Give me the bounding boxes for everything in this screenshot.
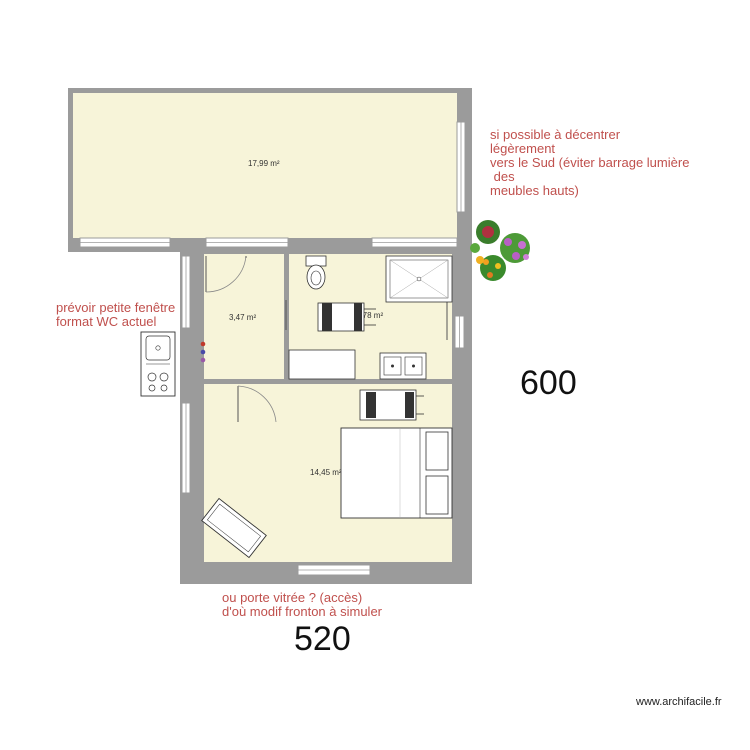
kitchenette [140, 331, 176, 397]
note-wc-window: prévoir petite fenêtre format WC actuel [56, 300, 176, 329]
living-room: 17,99 m² [68, 88, 472, 252]
dimension-height-label: 600 [520, 364, 577, 402]
double-sink [379, 352, 427, 380]
living-area-label: 17,99 m² [248, 159, 280, 168]
bathroom-cabinet [288, 349, 356, 380]
flower-plant-icon [470, 220, 530, 281]
bathroom-wheelchair [317, 302, 376, 332]
switch-dots [200, 341, 206, 363]
wc-floor [204, 254, 284, 379]
double-bed [340, 427, 453, 519]
bedroom-wheelchair [359, 389, 424, 421]
wc-area-label: 3,47 m² [229, 313, 256, 322]
chaise-longue [201, 497, 267, 559]
shower [385, 255, 453, 303]
note-glass-door: ou porte vitrée ? (accès) d'où modif fro… [222, 590, 383, 619]
watermark: www.archifacile.fr [636, 696, 722, 708]
bathroom-area-label: 6,78 m² [356, 311, 383, 320]
dimension-width-label: 520 [294, 620, 351, 658]
bedroom-area-label: 14,45 m² [310, 468, 342, 477]
toilet [305, 255, 327, 290]
wc-door [205, 255, 247, 293]
bedroom-door [237, 385, 277, 423]
note-south-shift: si possible à décentrer légèrement vers … [490, 127, 690, 198]
